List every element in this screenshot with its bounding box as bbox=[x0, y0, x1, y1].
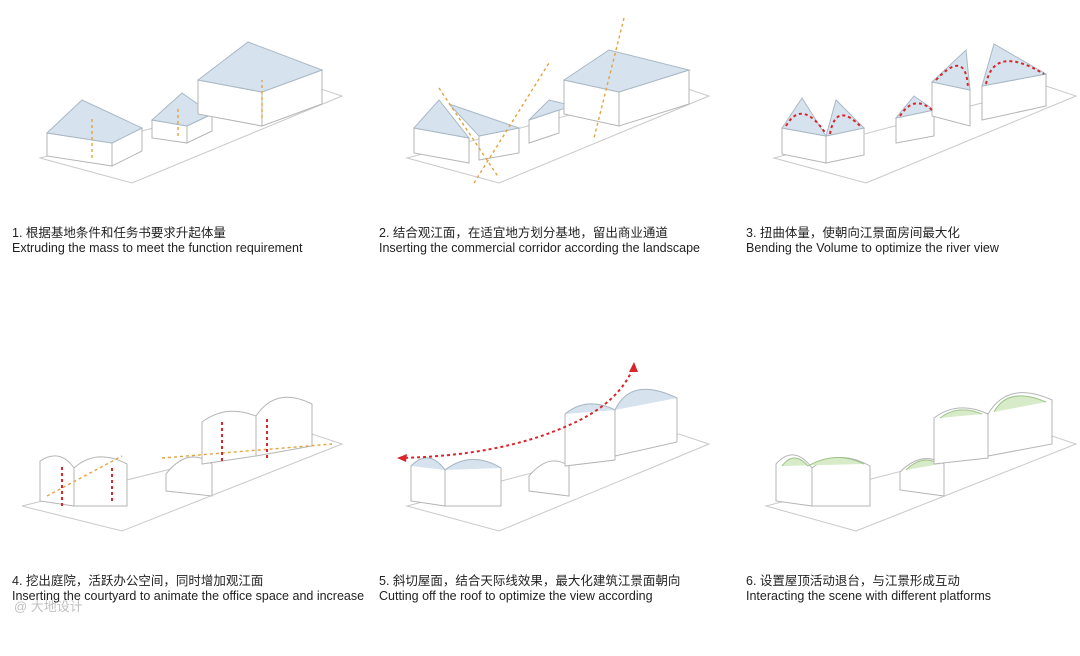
step-3-panel: 3. 扭曲体量，使朝向江景面房间最大化 Bending the Volume t… bbox=[746, 8, 1080, 308]
step-5-title-zh: 5. 斜切屋面，结合天际线效果，最大化建筑江景面朝向 bbox=[379, 574, 681, 588]
step-6-title-en: Interacting the scene with different pla… bbox=[746, 589, 992, 603]
arrow-head-left-icon bbox=[397, 454, 407, 462]
step-6-title-zh: 6. 设置屋顶活动退台，与江景形成互动 bbox=[746, 574, 960, 588]
step-4-panel: 4. 挖出庭院，活跃办公空间，同时增加观江面 Inserting the cou… bbox=[12, 356, 364, 656]
step-3-title-zh: 3. 扭曲体量，使朝向江景面房间最大化 bbox=[746, 226, 960, 240]
step-6-panel: 6. 设置屋顶活动退台，与江景形成互动 Interacting the scen… bbox=[746, 356, 1080, 656]
step-1-caption: 1. 根据基地条件和任务书要求升起体量 Extruding the mass t… bbox=[12, 226, 364, 256]
step-4-caption: 4. 挖出庭院，活跃办公空间，同时增加观江面 Inserting the cou… bbox=[12, 574, 364, 604]
step-6-caption: 6. 设置屋顶活动退台，与江景形成互动 Interacting the scen… bbox=[746, 574, 1080, 604]
step-1-diagram bbox=[38, 41, 344, 184]
step-4-title-en: Inserting the courtyard to animate the o… bbox=[12, 589, 364, 603]
step-5-diagram bbox=[397, 362, 711, 532]
step-2-caption: 2. 结合观江面，在适宜地方划分基地，留出商业通道 Inserting the … bbox=[379, 226, 731, 256]
step-3-caption: 3. 扭曲体量，使朝向江景面房间最大化 Bending the Volume t… bbox=[746, 226, 1080, 256]
step-3-diagram bbox=[772, 43, 1078, 184]
step-5-panel: 5. 斜切屋面，结合天际线效果，最大化建筑江景面朝向 Cutting off t… bbox=[379, 356, 731, 656]
step-2-title-zh: 2. 结合观江面，在适宜地方划分基地，留出商业通道 bbox=[379, 226, 668, 240]
step-5-caption: 5. 斜切屋面，结合天际线效果，最大化建筑江景面朝向 Cutting off t… bbox=[379, 574, 731, 604]
roof-block-a bbox=[45, 99, 144, 144]
step-4-diagram bbox=[21, 396, 344, 532]
step-2-panel: 2. 结合观江面，在适宜地方划分基地，留出商业通道 Inserting the … bbox=[379, 8, 731, 308]
step-2-diagram bbox=[405, 17, 711, 184]
skyline-arrow bbox=[398, 365, 635, 459]
step-1-title-zh: 1. 根据基地条件和任务书要求升起体量 bbox=[12, 226, 226, 240]
step-2-title-en: Inserting the commercial corridor accord… bbox=[379, 241, 700, 255]
step-1-title-en: Extruding the mass to meet the function … bbox=[12, 241, 303, 255]
watermark: @ 大地设计 bbox=[14, 599, 83, 614]
step-6-diagram bbox=[764, 392, 1078, 532]
arrow-head-up-icon bbox=[629, 362, 638, 372]
step-3-title-en: Bending the Volume to optimize the river… bbox=[746, 241, 999, 255]
step-5-title-en: Cutting off the roof to optimize the vie… bbox=[379, 589, 653, 603]
step-4-title-zh: 4. 挖出庭院，活跃办公空间，同时增加观江面 bbox=[12, 574, 264, 588]
step-1-panel: 1. 根据基地条件和任务书要求升起体量 Extruding the mass t… bbox=[12, 8, 364, 308]
